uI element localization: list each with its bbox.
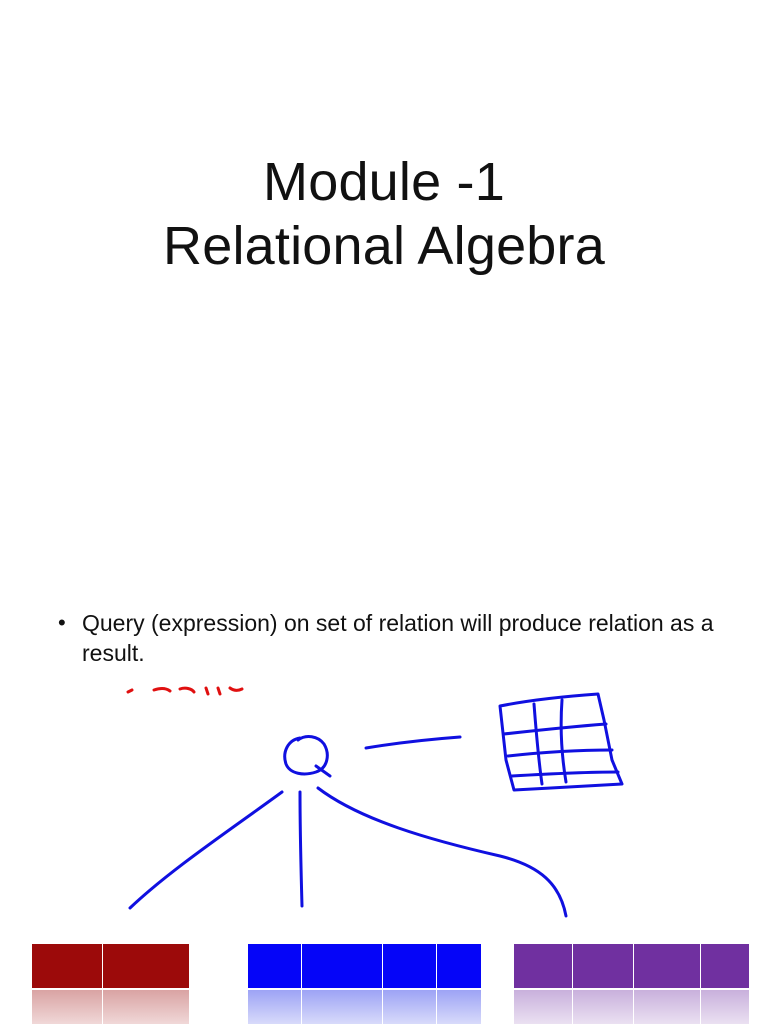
query-tree-sketch <box>128 692 624 918</box>
header-cell <box>701 944 750 990</box>
relation-data-row <box>32 990 190 1024</box>
bullet-list: • Query (expression) on set of relation … <box>58 608 738 668</box>
header-cell <box>302 944 383 990</box>
relation-data-row <box>248 990 482 1024</box>
slide-title: Module -1 Relational Algebra <box>0 150 768 278</box>
relation-header-row <box>32 944 190 990</box>
arrow-to-result <box>364 735 462 750</box>
header-cell <box>573 944 634 990</box>
header-cell <box>634 944 701 990</box>
bullet-mark: • <box>58 610 66 635</box>
data-cell <box>32 990 103 1024</box>
query-node-circle <box>283 735 332 778</box>
result-relation-grid <box>498 692 624 792</box>
title-module: Module -1 <box>263 152 505 212</box>
bullet-text: Query (expression) on set of relation wi… <box>82 610 714 666</box>
relation-data-row <box>514 990 750 1024</box>
bullet-item: • Query (expression) on set of relation … <box>58 608 738 668</box>
header-cell <box>103 944 190 990</box>
relation-table-1 <box>32 944 190 1024</box>
data-cell <box>514 990 573 1024</box>
relation-header-row <box>514 944 750 990</box>
data-cell <box>634 990 701 1024</box>
header-cell <box>514 944 573 990</box>
data-cell <box>302 990 383 1024</box>
data-cell <box>383 990 437 1024</box>
branch-right <box>316 786 568 918</box>
data-cell <box>573 990 634 1024</box>
data-cell <box>437 990 482 1024</box>
header-cell <box>32 944 103 990</box>
data-cell <box>103 990 190 1024</box>
relation-table-2 <box>248 944 482 1024</box>
branch-left <box>128 790 284 910</box>
data-cell <box>701 990 750 1024</box>
header-cell <box>437 944 482 990</box>
red-ink-fragment <box>126 686 244 696</box>
title-topic: Relational Algebra <box>163 216 605 276</box>
relation-table-3 <box>514 944 750 1024</box>
header-cell <box>248 944 302 990</box>
header-cell <box>383 944 437 990</box>
data-cell <box>248 990 302 1024</box>
branch-middle <box>298 790 304 908</box>
relation-header-row <box>248 944 482 990</box>
